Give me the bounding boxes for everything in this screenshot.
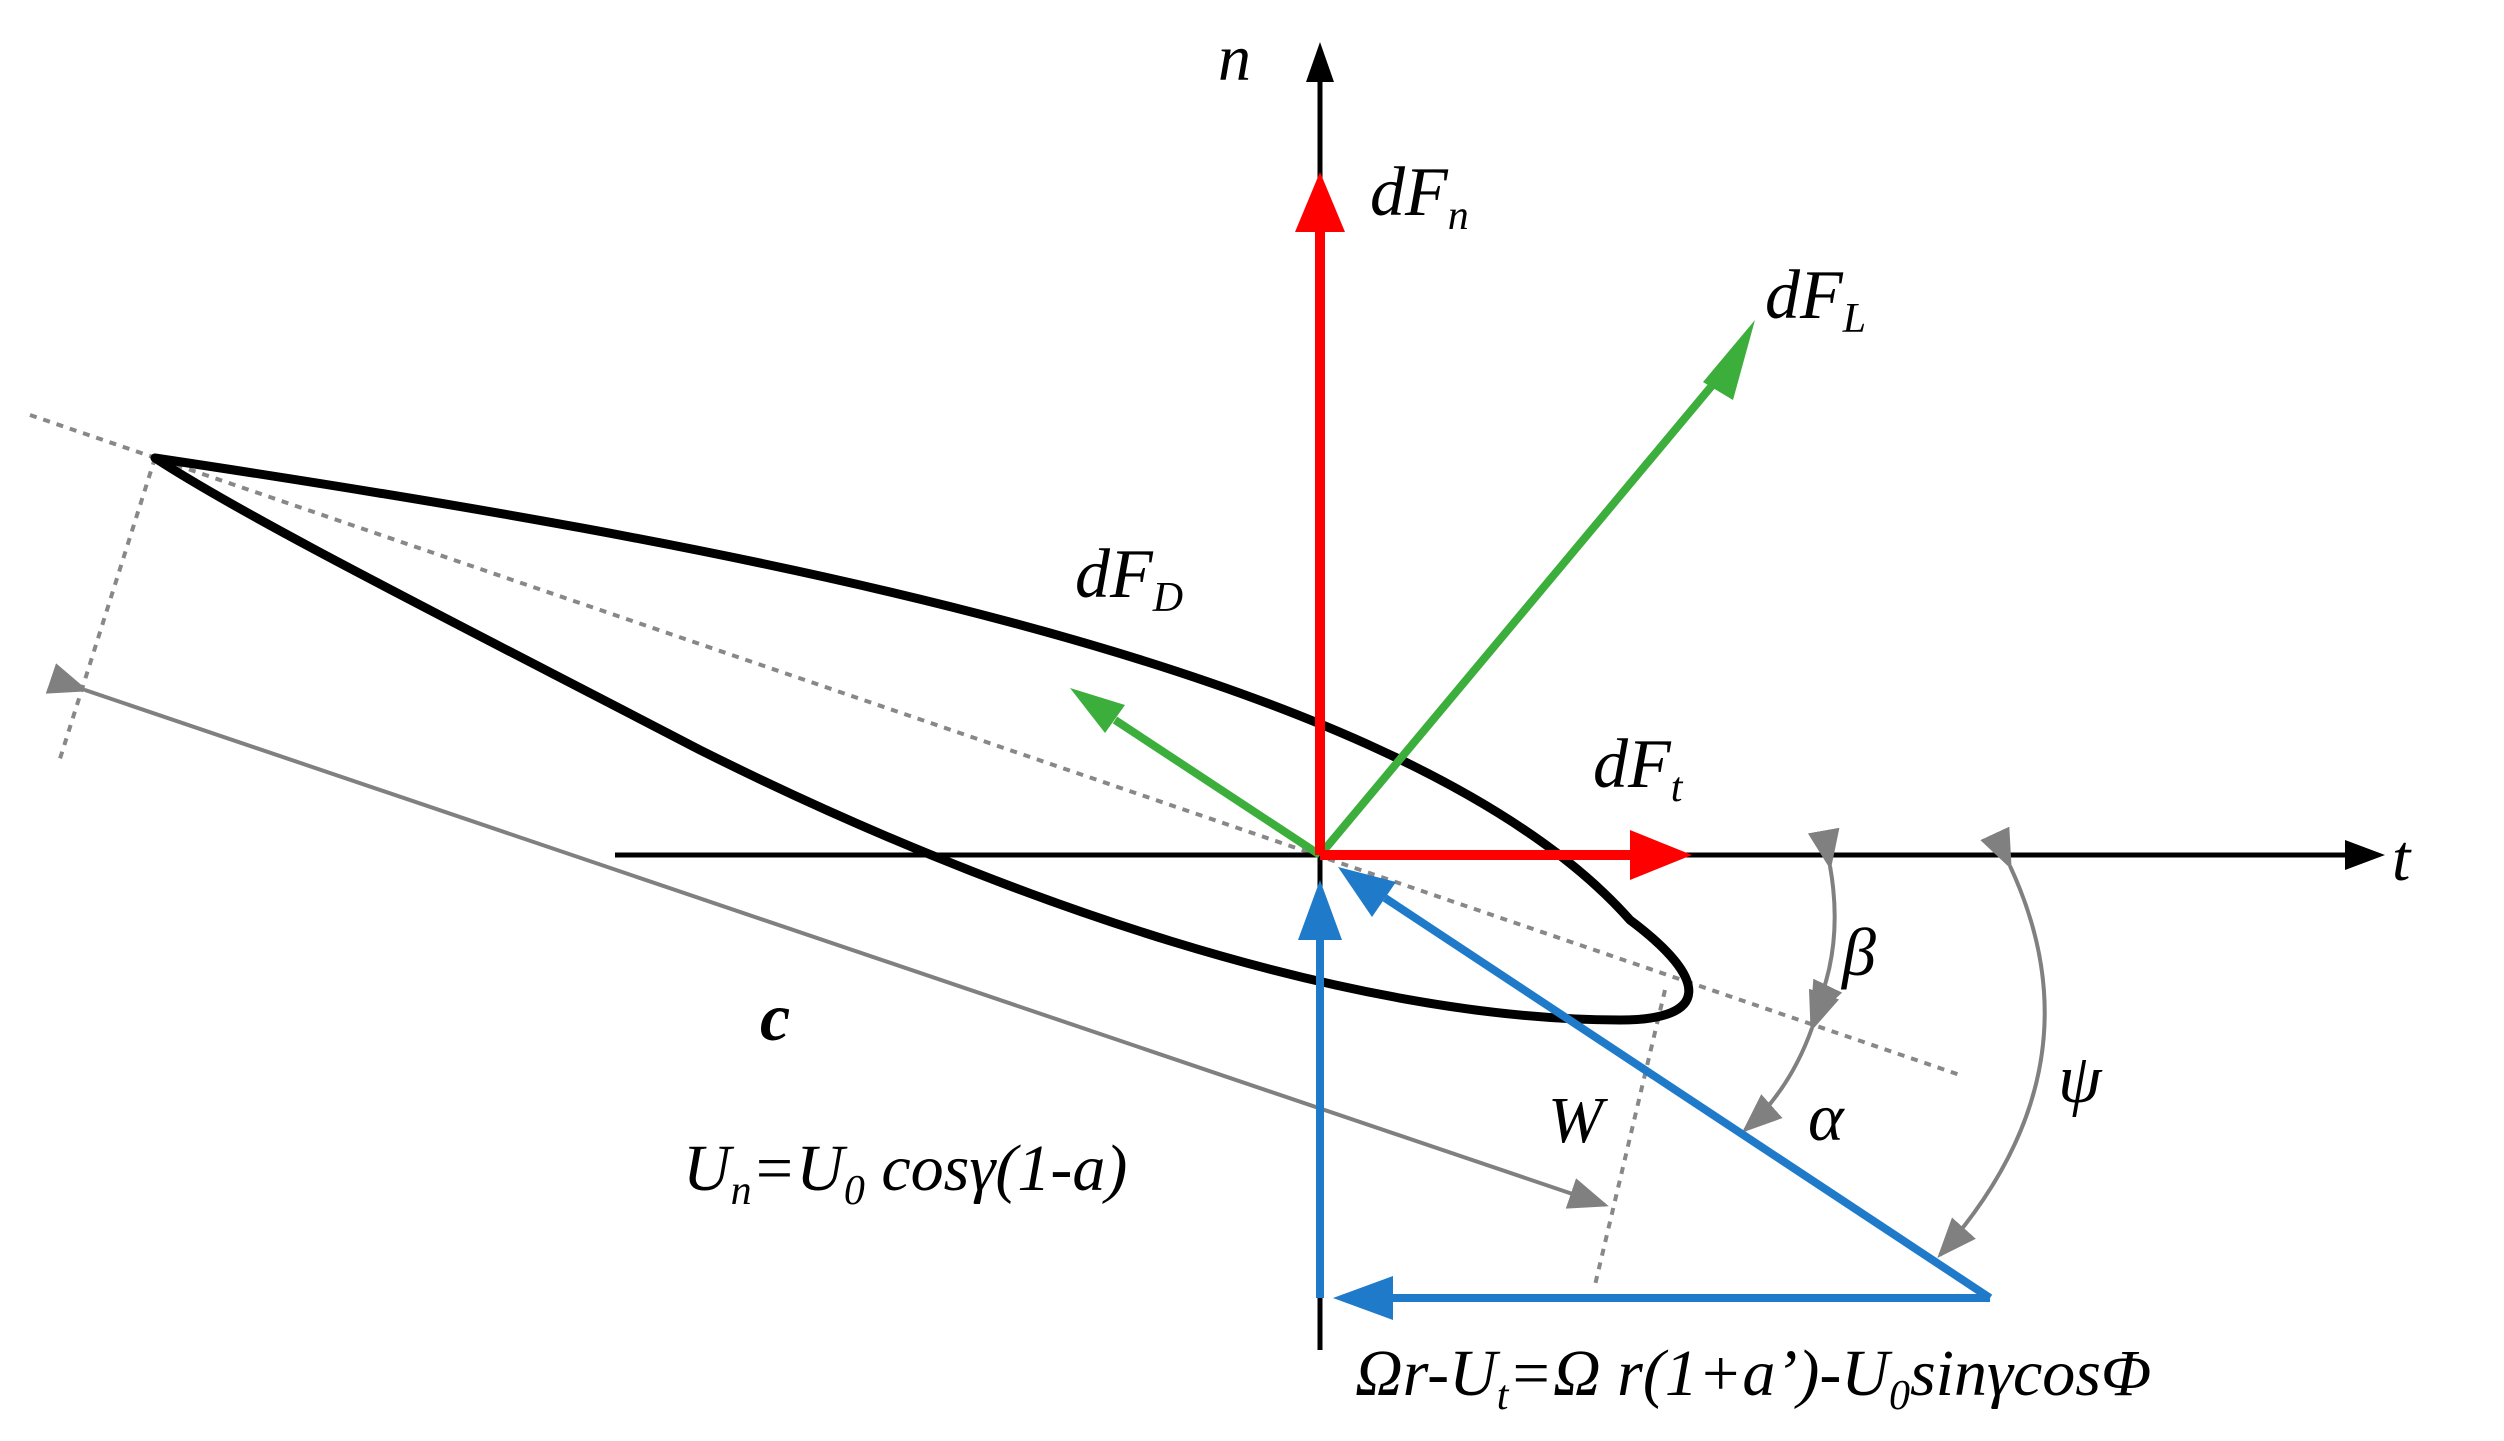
normal-tangential-forces (1295, 172, 1692, 880)
t-axis-arrowhead (2345, 840, 2385, 870)
W-label: W (1548, 1084, 1608, 1157)
psi-arc (1937, 826, 2047, 1258)
dFD-label: dFD (1075, 536, 1183, 621)
velocity-triangle (1298, 867, 1993, 1320)
axis-t-label: t (2392, 822, 2412, 895)
dFt-arrowhead (1630, 830, 1692, 880)
dFL-arrowhead (1703, 320, 1755, 400)
Un-velocity-arrowhead (1298, 880, 1342, 940)
tangential-velocity-equation-label: Ωr-Ut=Ω r(1+a’)-U0sinγcosΦ (1355, 1337, 2151, 1419)
chord-label: c (760, 979, 790, 1055)
alpha-label: α (1808, 1079, 1845, 1155)
dFD-arrowhead (1070, 688, 1125, 733)
W-relative-velocity-shaft (1382, 894, 1993, 1302)
W-relative-velocity-arrowhead (1338, 867, 1396, 917)
dFt-label: dFt (1593, 726, 1684, 811)
Un-equation-label: Un=U0 cosγ(1-a) (683, 1132, 1127, 1214)
dFL-arrow-shaft (1316, 367, 1729, 858)
chord-dimension-arrow (45, 663, 1609, 1209)
lift-drag-forces (1070, 320, 1755, 859)
beta-label: β (1840, 914, 1876, 990)
labels: n t dFn dFL dFD dFt c β α ψ W Un=U0 cosγ… (683, 22, 2412, 1419)
trailing-edge-extension (1593, 989, 1667, 1286)
leading-edge-extension (56, 457, 157, 766)
dFn-arrowhead (1295, 172, 1345, 232)
angle-arcs (1742, 826, 2047, 1258)
psi-label: ψ (2058, 1041, 2103, 1118)
chord-line (29, 413, 1961, 1077)
beta-arc (1807, 827, 1843, 1022)
n-axis-arrowhead (1306, 42, 1334, 82)
tangential-velocity-arrowhead (1333, 1276, 1393, 1320)
dFD-arrow-shaft (1112, 716, 1323, 859)
axis-n-label: n (1218, 22, 1251, 95)
alpha-arc (1742, 988, 1840, 1133)
dFL-label: dFL (1765, 257, 1866, 342)
dFn-label: dFn (1370, 154, 1469, 239)
airfoil-profile (150, 453, 1694, 1025)
